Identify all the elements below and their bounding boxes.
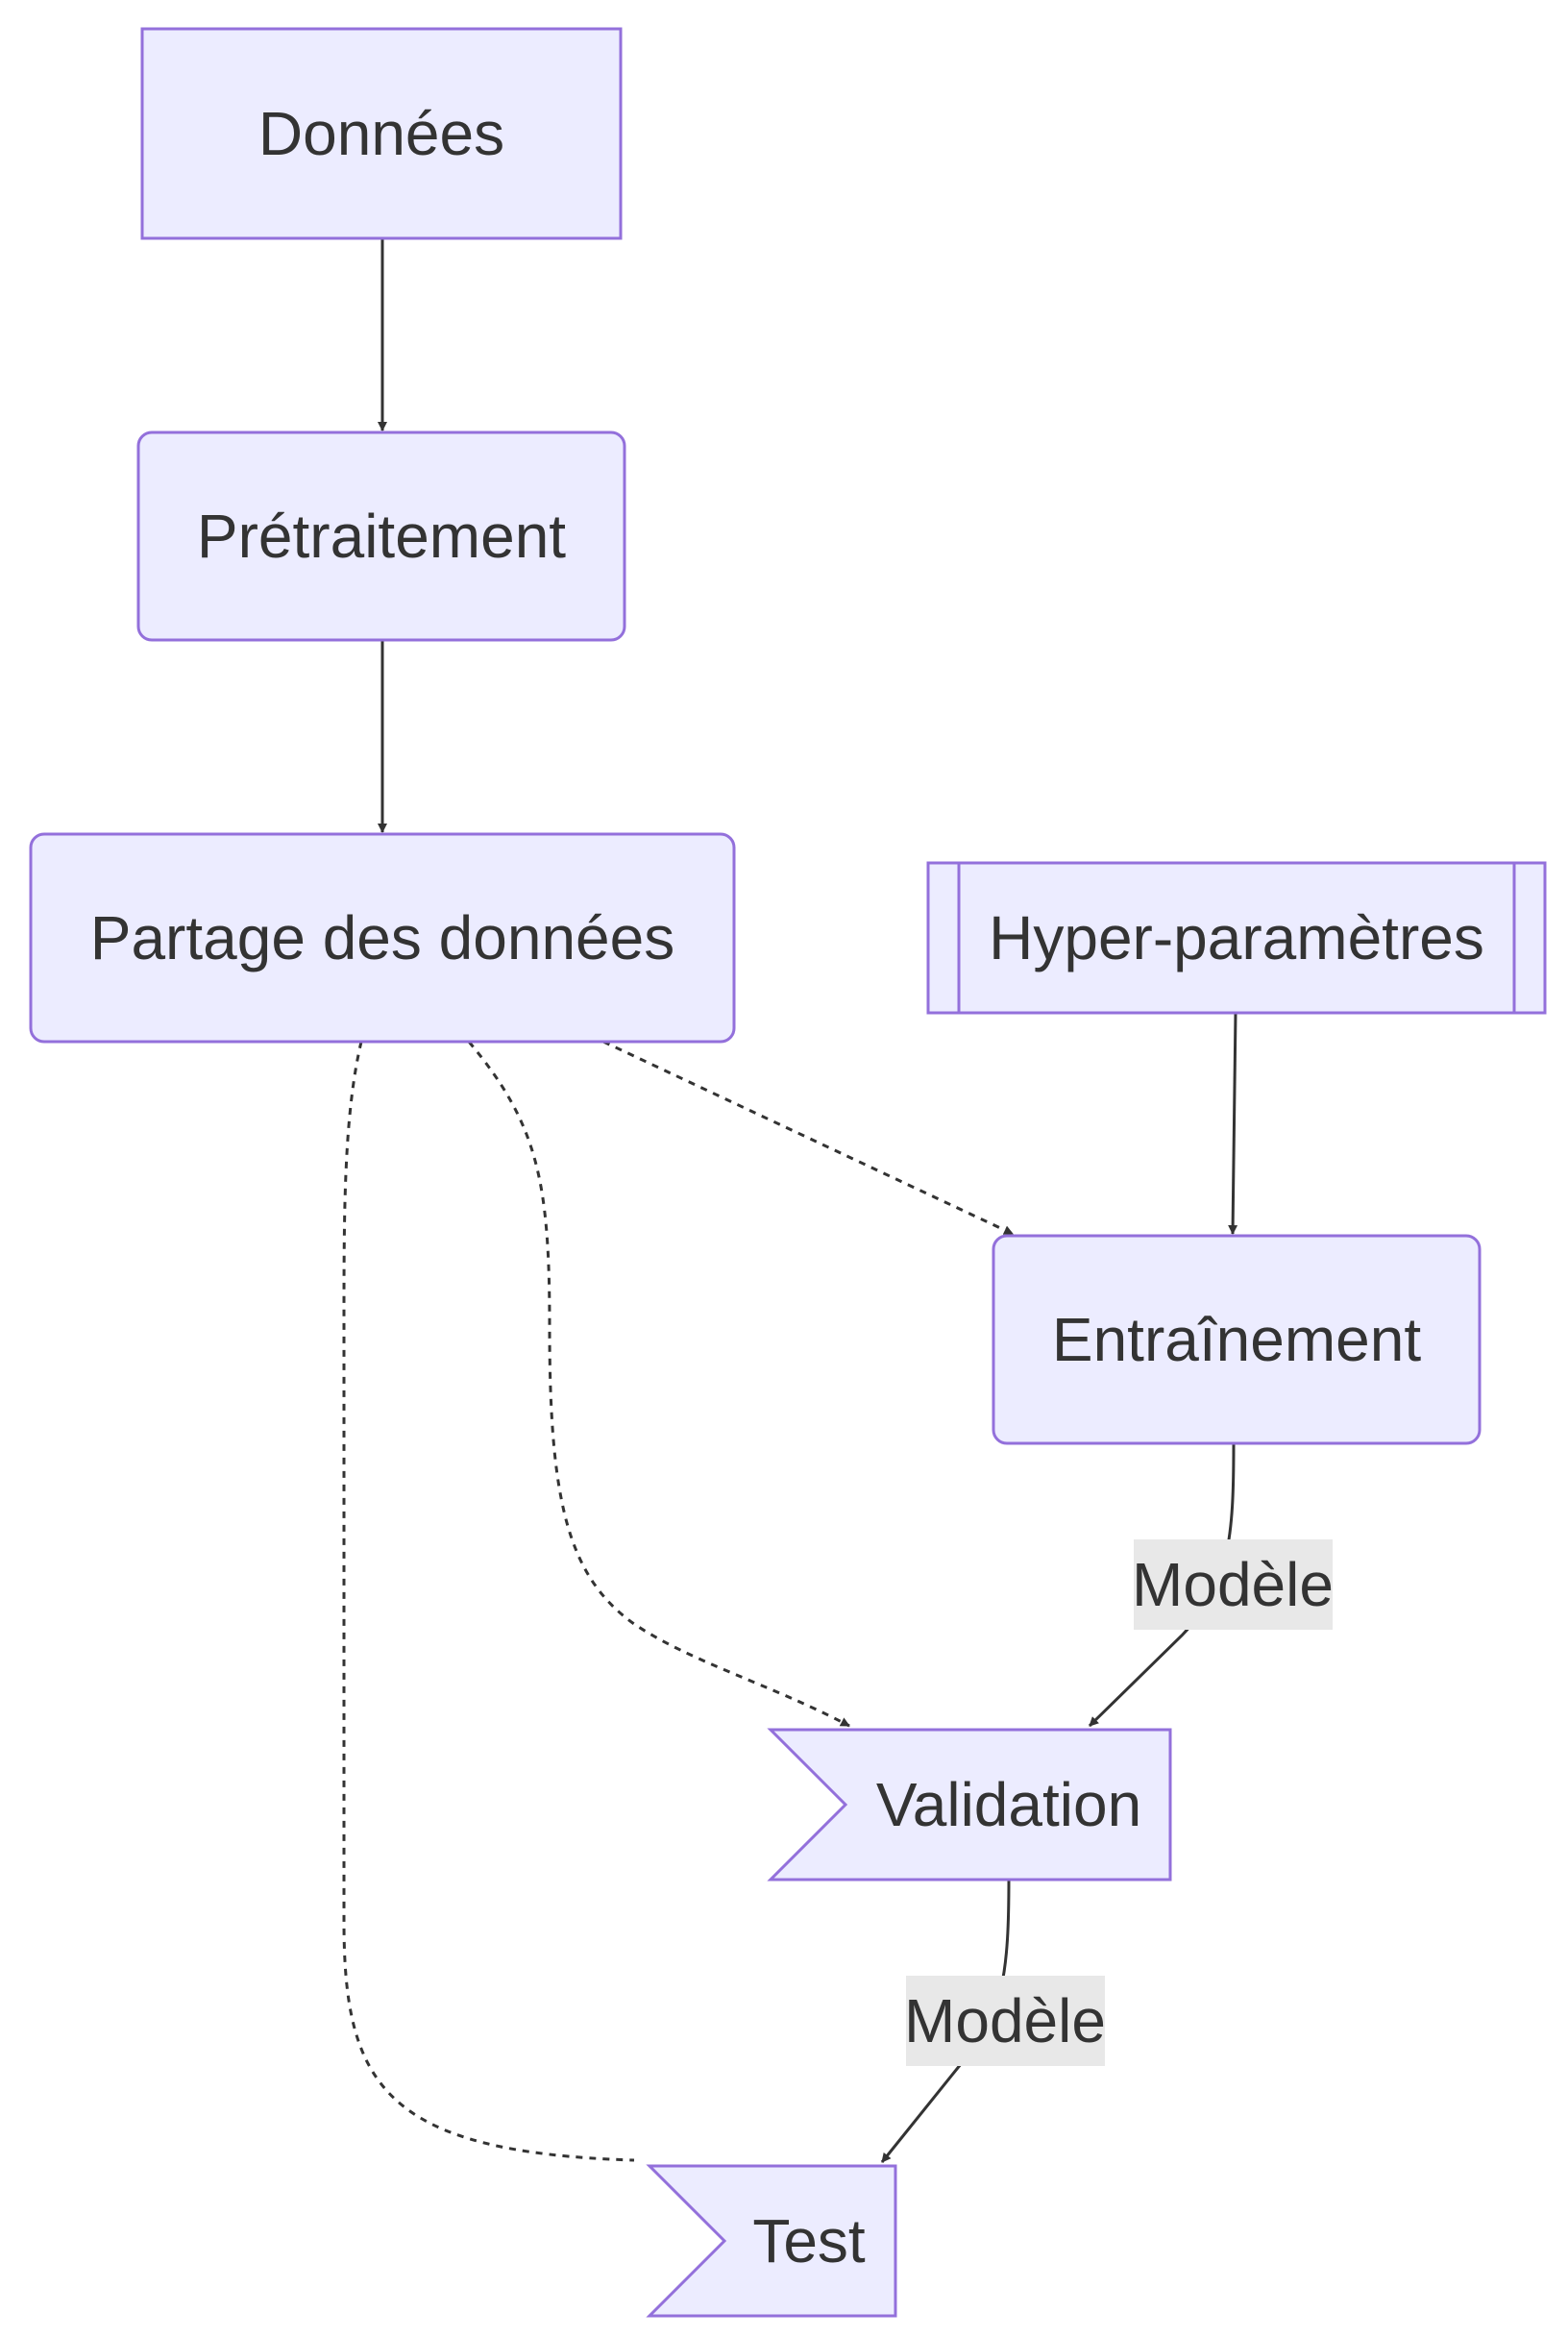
edge-label-text: Modèle: [904, 1986, 1106, 2055]
node-partage[interactable]: Partage des données: [29, 832, 736, 1044]
node-hyperparametres-label: Hyper-paramètres: [989, 903, 1484, 972]
node-test[interactable]: Test: [646, 2164, 897, 2318]
node-donnees-label: Données: [258, 99, 504, 168]
node-entrainement-label: Entraînement: [1052, 1305, 1421, 1374]
node-pretraitement-label: Prétraitement: [197, 502, 566, 571]
node-hyperparametres[interactable]: Hyper-paramètres: [926, 861, 1547, 1015]
node-donnees[interactable]: Données: [140, 27, 623, 240]
node-test-label: Test: [752, 2206, 866, 2276]
edge-label-validation-test: Modèle: [904, 1976, 1106, 2066]
edge-partage-to-entrainement: [602, 1040, 1014, 1236]
node-validation-label: Validation: [876, 1770, 1141, 1839]
edge-partage-to-validation: [467, 1041, 850, 1728]
node-entrainement[interactable]: Entraînement: [992, 1234, 1482, 1445]
edge-partage-to-test: [342, 1041, 635, 2162]
edge-label-entrainement-validation: Modèle: [1132, 1539, 1334, 1630]
edge-hyperparametres-to-entrainement: [1228, 1012, 1238, 1235]
node-validation[interactable]: Validation: [767, 1728, 1172, 1882]
node-pretraitement[interactable]: Prétraitement: [136, 430, 626, 642]
edge-label-text: Modèle: [1132, 1550, 1334, 1619]
node-partage-label: Partage des données: [90, 903, 674, 972]
